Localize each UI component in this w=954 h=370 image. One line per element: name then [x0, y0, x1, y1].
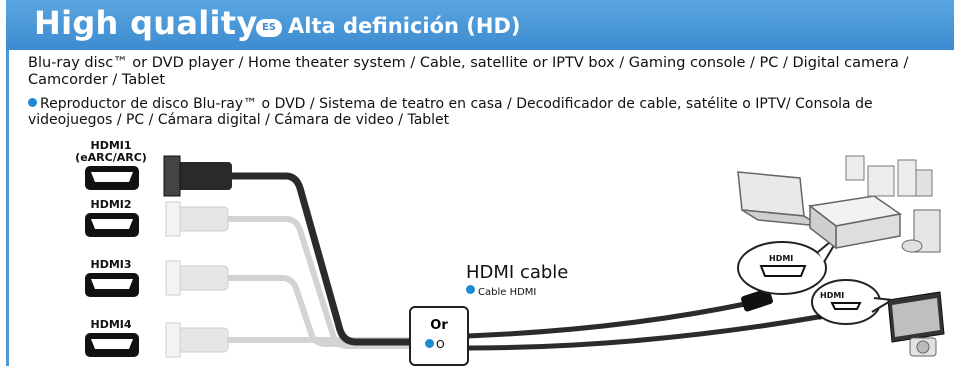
port-label-hdmi4: HDMI4 — [90, 318, 132, 331]
cable-box-icon — [808, 195, 902, 250]
gaming-console-icon — [901, 209, 941, 253]
port-label-hdmi2: HDMI2 — [90, 198, 132, 211]
port-label-hdmi1: HDMI1 (eARC/ARC) — [75, 139, 147, 164]
language-badge: ES — [256, 19, 282, 37]
home-theater-icon — [845, 155, 933, 197]
cable-label-en: HDMI cable — [466, 262, 569, 283]
left-accent-line — [6, 50, 9, 366]
hdmi-port-icon — [85, 333, 139, 357]
or-label-en: Or — [430, 318, 448, 333]
hdmi-cable-inactive — [228, 216, 412, 349]
devices-list-es-text: Reproductor de disco Blu-ray™ o DVD / Si… — [28, 96, 873, 128]
spanish-marker-icon — [466, 285, 475, 294]
page-subtitle-es: Alta definición (HD) — [288, 14, 521, 38]
bubble-label-hdmi: HDMI — [769, 254, 794, 263]
devices-list-en: Blu-ray disc™ or DVD player / Home theat… — [28, 55, 909, 88]
or-label-es-text: O — [436, 338, 445, 351]
hdmi-port-icon — [85, 273, 139, 297]
hdmi-port-icon — [85, 166, 139, 190]
bubble-label-mini-hdmi: HDMI — [820, 291, 845, 300]
hdmi-cable-to-device — [466, 313, 825, 351]
hdmi-cable-active — [232, 172, 412, 346]
spanish-marker-icon — [28, 98, 37, 107]
cable-label-es: Cable HDMI — [466, 285, 536, 298]
devices-list-es: Reproductor de disco Blu-ray™ o DVD / Si… — [28, 96, 928, 128]
cable-label-es-text: Cable HDMI — [478, 287, 537, 298]
header-bar: High quality ES Alta definición (HD) — [6, 0, 954, 50]
hdmi-plug-active — [163, 155, 232, 197]
camera-icon — [909, 337, 937, 357]
hdmi-plug-inactive — [165, 201, 229, 358]
or-label-es: O — [425, 338, 445, 351]
tablet-icon — [887, 291, 945, 343]
hdmi-port-icon — [85, 213, 139, 237]
connector-bubble — [811, 279, 896, 325]
port-label-hdmi3: HDMI3 — [90, 258, 132, 271]
page-title: High quality — [34, 4, 258, 42]
spanish-marker-icon — [425, 339, 434, 348]
hdmi-cable-to-device — [466, 300, 751, 339]
or-box: Or O — [409, 306, 469, 366]
laptop-icon — [737, 171, 821, 227]
